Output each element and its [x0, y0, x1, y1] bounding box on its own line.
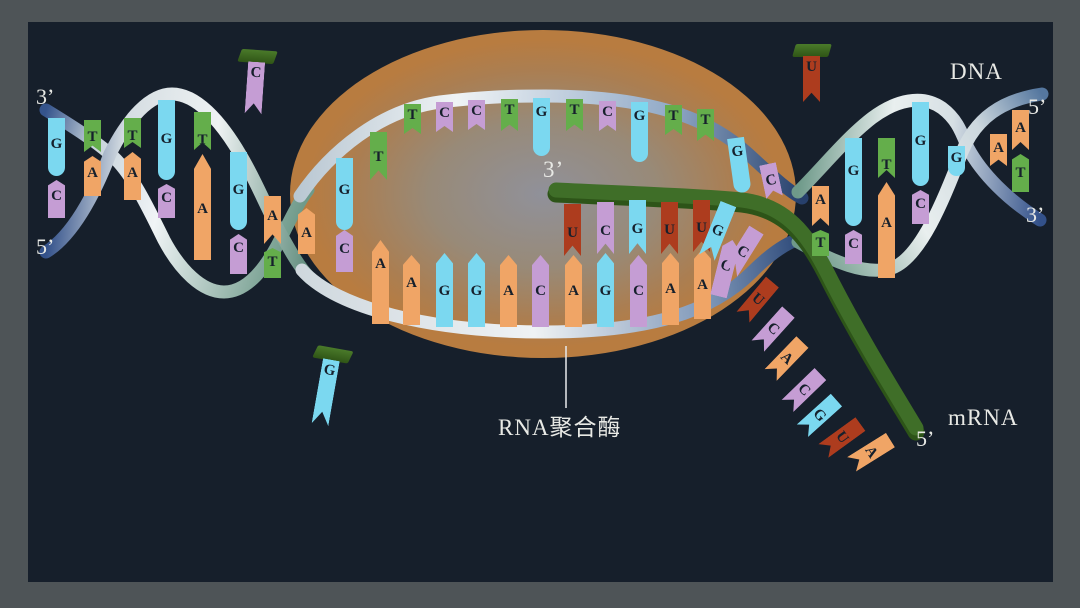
bubble-bottom-base-A: A [565, 255, 582, 327]
dna-backbone-right-strand-a [791, 93, 1047, 227]
bubble-bottom-base-A: A [372, 240, 389, 324]
label-mrna-5-prime: 5’ [916, 426, 935, 451]
label-mrna-3-prime: 3’ [543, 157, 565, 182]
dna-right-base-T: T [878, 138, 895, 178]
free-nucleotide-G: G [303, 345, 354, 428]
mrna-base-U: U [736, 277, 779, 323]
bubble-top-base-C: C [599, 101, 616, 131]
bubble-top-base-T: T [404, 104, 421, 134]
mrna-base-U: U [564, 204, 581, 256]
bubble-top-base-C: C [436, 102, 453, 132]
dna-right-base-A: A [1012, 110, 1029, 150]
dna-right-base-G: G [845, 138, 862, 226]
dna-right-base-C: C [845, 230, 862, 264]
dna-left-base-A: A [264, 196, 281, 244]
nucleotide-cap [237, 48, 278, 65]
label-rna-polymerase: RNA聚合酶 [498, 415, 622, 440]
label-mrna: mRNA [948, 405, 1019, 430]
bubble-top-base-C: C [468, 100, 485, 130]
bubble-top-base-T: T [501, 99, 518, 131]
bubble-bottom-base-C: C [532, 255, 549, 327]
label-right-5-prime: 5’ [1028, 94, 1047, 119]
bubble-top-base-G: G [727, 136, 752, 194]
dna-left-base-C: C [158, 184, 175, 218]
bubble-bottom-base-A: A [403, 255, 420, 325]
free-nucleotide-C: C [236, 48, 278, 115]
mrna-base-G: G [629, 200, 646, 254]
bubble-bottom-base-G: G [436, 253, 453, 327]
bubble-top-base-G: G [631, 102, 648, 162]
dna-right-base-T: T [1012, 154, 1029, 192]
bubble-bottom-base-C: C [336, 230, 353, 272]
dna-left-base-T: T [194, 112, 211, 150]
dna-right-base-A: A [812, 186, 829, 226]
bubble-bottom-base-G: G [597, 253, 614, 327]
dna-left-base-C: C [48, 180, 65, 218]
bubble-bottom-base-C: C [630, 255, 647, 327]
bubble-bottom-base-G: G [468, 253, 485, 327]
bubble-top-base-T: T [566, 99, 583, 131]
label-left-5-prime: 5’ [36, 234, 55, 259]
bubble-bottom-base-A: A [500, 255, 517, 327]
bubble-top-base-T: T [697, 109, 714, 141]
dna-left-base-C: C [230, 234, 247, 274]
label-right-3-prime: 3’ [1026, 202, 1045, 227]
bubble-top-base-C: C [759, 162, 783, 199]
dna-left-base-G: G [158, 100, 175, 180]
bubble-top-base-G: G [336, 158, 353, 230]
mrna-backbone [548, 182, 924, 436]
dna-right-base-A: A [878, 182, 895, 278]
mrna-base-C: C [597, 202, 614, 254]
bubble-bottom-base-A: A [662, 253, 679, 325]
dna-right-base-G: G [912, 102, 929, 186]
label-left-3-prime: 3’ [36, 84, 55, 109]
bubble-top-base-T: T [370, 132, 387, 180]
mrna-base-U: U [661, 202, 678, 254]
bubble-bottom-base-A: A [694, 249, 711, 319]
dna-left-base-G: G [230, 152, 247, 230]
dna-left-base-A: A [84, 156, 101, 196]
dna-left-base-G: G [48, 118, 65, 176]
dna-right-base-G: G [948, 146, 965, 176]
free-nucleotide-U: U [792, 44, 832, 102]
bubble-top-base-G: G [533, 98, 550, 156]
dna-left-base-T: T [84, 120, 101, 152]
dna-backbone-bubble-top [293, 89, 809, 205]
dna-left-base-A: A [298, 208, 315, 254]
bubble-top-base-T: T [665, 105, 682, 135]
dna-left-base-T: T [124, 118, 141, 148]
dna-right-base-C: C [912, 190, 929, 224]
dna-left-base-T: T [264, 248, 281, 278]
dna-right-base-A: A [990, 134, 1007, 166]
dna-left-base-A: A [194, 154, 211, 260]
label-dna: DNA [950, 59, 1003, 84]
dna-backbone-bubble-bottom [295, 231, 809, 339]
dna-backbone-right-strand-b [791, 87, 1049, 277]
nucleotide-cap [792, 44, 832, 57]
dna-right-base-T: T [812, 230, 829, 256]
dna-left-base-A: A [124, 152, 141, 200]
